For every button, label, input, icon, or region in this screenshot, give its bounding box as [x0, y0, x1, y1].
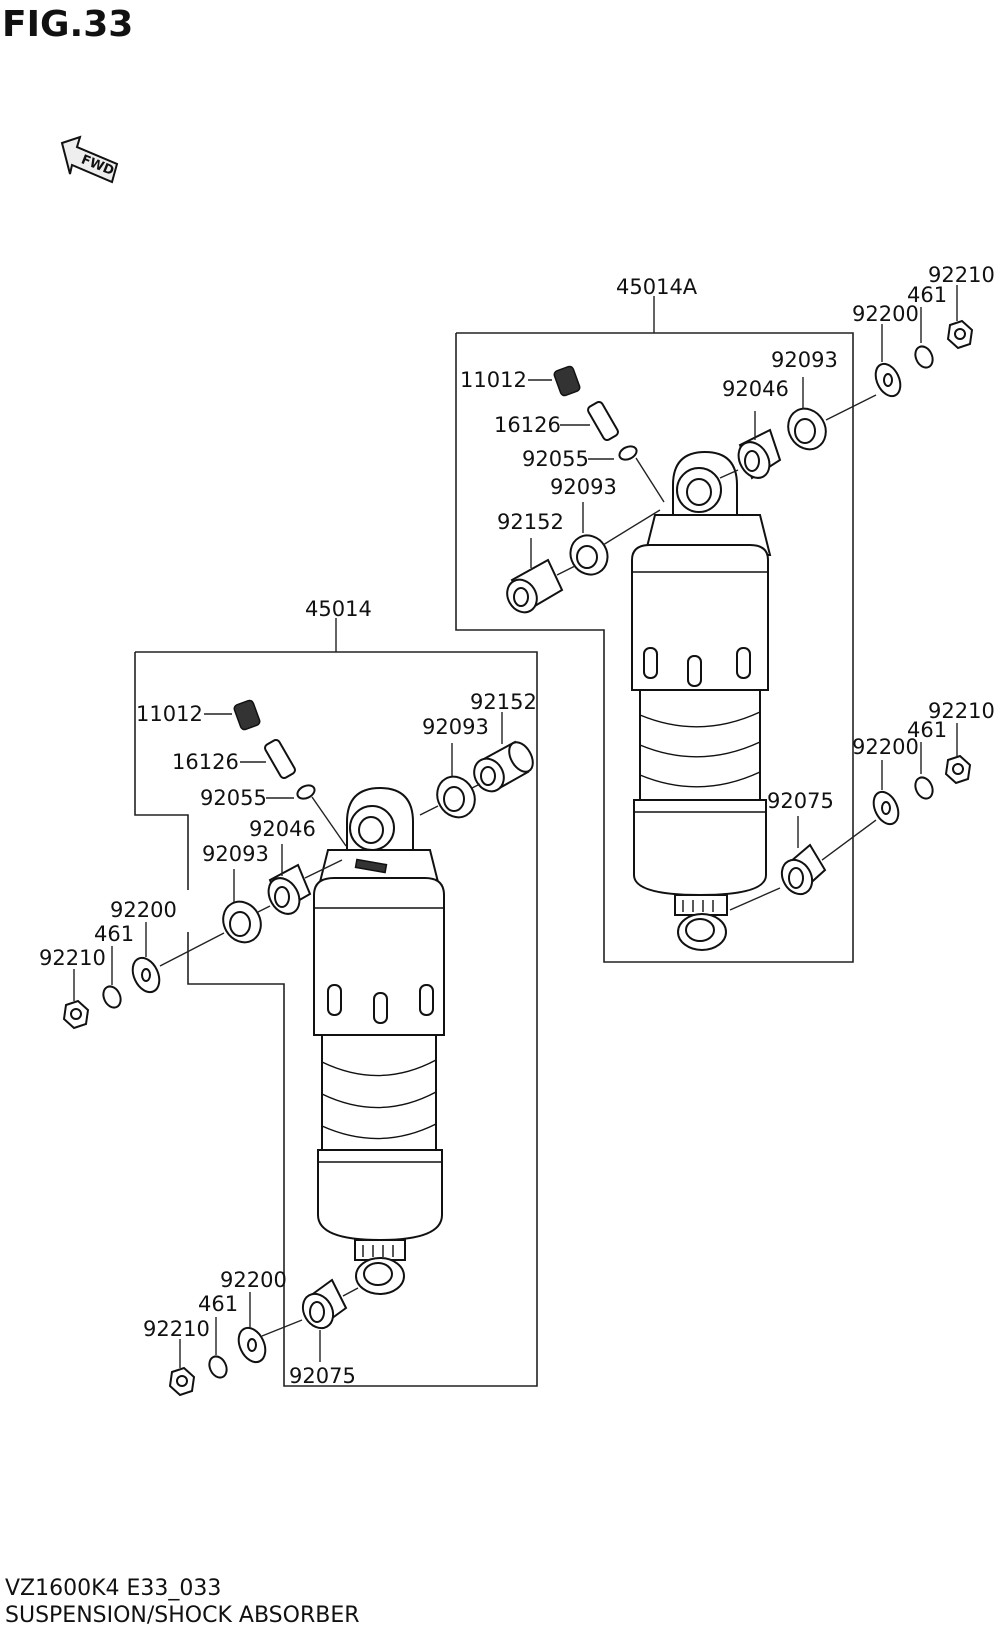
- part-461-a-top: [914, 345, 934, 369]
- label-11012-a: 11012: [460, 368, 527, 392]
- part-92055-a: [618, 445, 638, 461]
- part-92093-a-right: [787, 407, 827, 451]
- label-92210-a-bottom: 92210: [928, 699, 995, 723]
- assembly-a-label: 45014A: [616, 275, 698, 299]
- label-92200-a-top: 92200: [852, 302, 919, 326]
- label-92200-b-bottom: 92200: [220, 1268, 287, 1292]
- label-92093-b-left: 92093: [202, 842, 269, 866]
- part-92200-a-bottom: [872, 790, 900, 826]
- part-92093-a-left: [569, 534, 609, 576]
- part-92200-a-top: [874, 362, 902, 398]
- label-92093-a-right: 92093: [771, 348, 838, 372]
- part-92093-b-right: [436, 775, 476, 819]
- shock-absorber-b: [313, 786, 445, 1295]
- label-92210-b-bottom: 92210: [143, 1317, 210, 1341]
- part-16126-a: [587, 401, 619, 441]
- part-461-a-bottom: [914, 776, 934, 800]
- label-11012-b: 11012: [136, 702, 203, 726]
- model-code: VZ1600K4 E33_033: [5, 1576, 222, 1601]
- part-16126-b: [264, 739, 296, 779]
- label-92046-a: 92046: [722, 377, 789, 401]
- label-92210-b-top: 92210: [39, 946, 106, 970]
- section-title: SUSPENSION/SHOCK ABSORBER: [5, 1603, 360, 1628]
- shock-absorber-a: [631, 450, 772, 951]
- label-16126-a: 16126: [494, 413, 561, 437]
- part-92152-b: [473, 740, 534, 793]
- assembly-45014: 45014 11012: [39, 597, 538, 1397]
- part-92152-a: [506, 558, 564, 614]
- assembly-45014a: 45014A 11012: [455, 263, 995, 963]
- label-16126-b: 16126: [172, 750, 239, 774]
- part-92200-b-top: [131, 956, 161, 994]
- part-92210-a-bottom: [944, 754, 972, 785]
- label-461-b-top: 461: [94, 922, 134, 946]
- label-92152-a: 92152: [497, 510, 564, 534]
- label-92152-b: 92152: [470, 690, 537, 714]
- label-461-b-bottom: 461: [198, 1292, 238, 1316]
- figure-title: FIG.33: [2, 4, 134, 45]
- label-92093-a-left: 92093: [550, 475, 617, 499]
- part-92210-b-top: [62, 999, 90, 1030]
- part-92075-b: [301, 1278, 348, 1330]
- part-461-b-bottom: [208, 1355, 228, 1379]
- part-92055-b: [296, 784, 316, 800]
- label-92200-b-top: 92200: [110, 898, 177, 922]
- fwd-arrow-icon: FWD: [60, 135, 119, 184]
- part-92075-a: [780, 843, 827, 896]
- label-92046-b: 92046: [249, 817, 316, 841]
- part-92093-b-left: [222, 900, 262, 944]
- assembly-b-label: 45014: [305, 597, 372, 621]
- label-92075-a: 92075: [767, 789, 834, 813]
- part-92046-b: [267, 863, 312, 915]
- part-92200-b-bottom: [237, 1326, 267, 1364]
- part-11012-b: [233, 699, 261, 731]
- part-92210-a-top: [946, 319, 974, 350]
- label-92093-b-right: 92093: [422, 715, 489, 739]
- part-92210-b-bottom: [168, 1366, 196, 1397]
- label-92075-b: 92075: [289, 1364, 356, 1388]
- part-92046-a: [737, 428, 782, 480]
- label-92210-a-top: 92210: [928, 263, 995, 287]
- part-11012-a: [553, 365, 581, 397]
- label-461-a-top: 461: [907, 283, 947, 307]
- part-461-b-top: [102, 985, 122, 1009]
- label-92055-b: 92055: [200, 786, 267, 810]
- label-92200-a-bottom: 92200: [852, 735, 919, 759]
- label-92055-a: 92055: [522, 447, 589, 471]
- label-461-a-bottom: 461: [907, 718, 947, 742]
